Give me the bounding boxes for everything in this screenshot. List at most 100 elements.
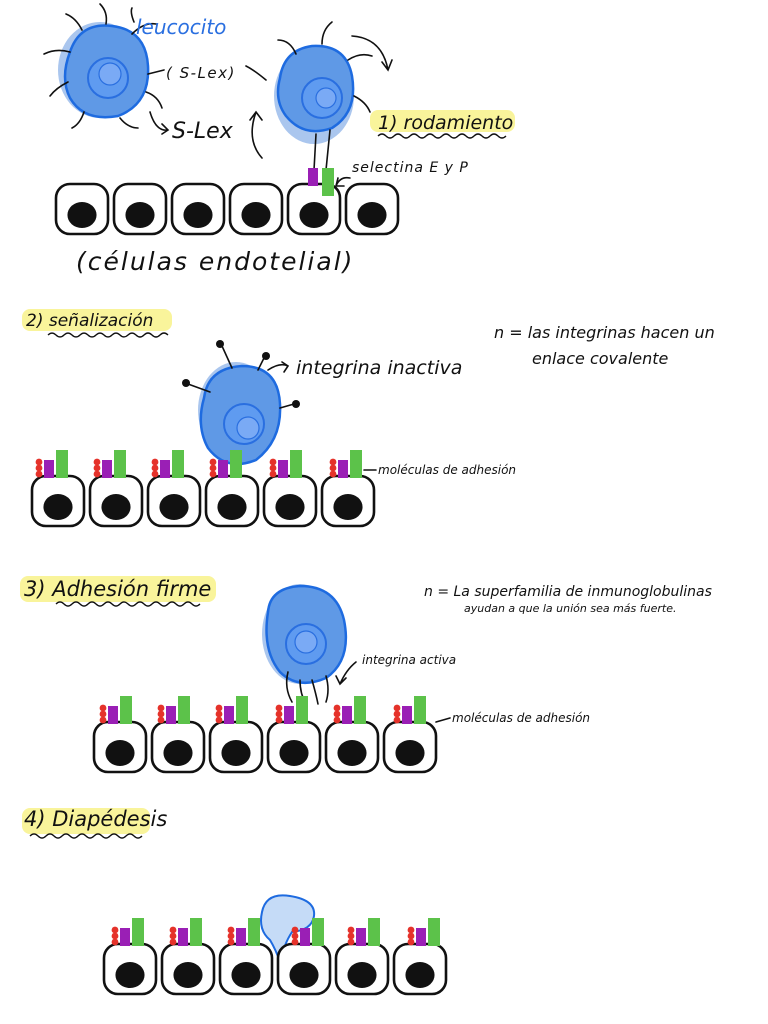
endothelial-nucleus: [159, 494, 189, 520]
selectin-molecule: [414, 696, 426, 724]
highlight-step2: [22, 309, 172, 331]
endothelial-nucleus: [67, 202, 97, 228]
ligand-molecule: [342, 706, 352, 724]
icam-bead: [93, 458, 101, 466]
ligand-molecule: [284, 706, 294, 724]
endothelium-layers: [30, 182, 448, 996]
slex-receptor-hairs: [43, 3, 163, 129]
ligand-molecule: [120, 928, 130, 946]
selectin-molecule: [248, 918, 260, 946]
arrow-integrina-activa: [335, 661, 357, 686]
selectin-molecule: [290, 450, 302, 478]
arrow-integrina-inactiva: [267, 361, 290, 373]
endothelial-nucleus: [163, 740, 193, 766]
icam-bead: [291, 938, 299, 946]
molecules-step3: [99, 696, 426, 724]
icam-bead: [227, 932, 235, 940]
icam-bead: [227, 938, 235, 946]
icam-bead: [157, 704, 165, 712]
icam-bead: [291, 932, 299, 940]
underline-step2: [47, 332, 169, 338]
endothelial-nucleus: [333, 494, 363, 520]
icam-bead: [393, 716, 401, 724]
selectin-molecule: [172, 450, 184, 478]
icam-bead: [169, 932, 177, 940]
icam-bead: [275, 716, 283, 724]
ligand-molecule: [356, 928, 366, 946]
arrow-selectina: [334, 176, 351, 187]
label-integrina-inactiva: integrina inactiva: [296, 357, 462, 379]
ligand-molecule: [300, 928, 310, 946]
endothelium-row-step3: [92, 720, 438, 774]
icam-bead: [209, 464, 217, 472]
selectin-molecule: [178, 696, 190, 724]
selectin-molecule: [322, 168, 334, 196]
adhesion-molecules: [35, 168, 440, 946]
icam-bead: [407, 926, 415, 934]
icam-bead: [227, 926, 235, 934]
endothelial-nucleus: [289, 962, 319, 988]
icam-bead: [93, 464, 101, 472]
label-integrina-activa: integrina activa: [362, 653, 456, 667]
highlight-step3: [20, 576, 216, 602]
note1-line1: n = las integrinas hacen un: [494, 323, 715, 342]
underline-step1: [377, 133, 507, 139]
ligand-molecule: [338, 460, 348, 478]
icam-bead: [347, 932, 355, 940]
endothelial-nucleus: [125, 202, 155, 228]
arrow-leucocito-label: [130, 7, 135, 23]
icam-bead: [35, 464, 43, 472]
selectin-molecule: [350, 450, 362, 478]
molecules-step1: [308, 168, 334, 196]
icam-bead: [269, 458, 277, 466]
step1-title: 1) rodamiento: [378, 112, 513, 134]
endothelial-nucleus: [105, 740, 135, 766]
step2-title: 2) señalización: [26, 311, 153, 331]
endothelial-nucleus: [173, 962, 203, 988]
icam-bead: [111, 926, 119, 934]
ligand-molecule: [178, 928, 188, 946]
molecules-step4: [111, 918, 440, 946]
highlight-step4: [22, 808, 150, 834]
ligand-molecule: [416, 928, 426, 946]
icam-bead: [291, 926, 299, 934]
selectin-molecule: [120, 696, 132, 724]
arrow-slex: [149, 111, 170, 135]
selectin-molecule: [190, 918, 202, 946]
arrow-rolling-direction: [351, 35, 393, 72]
icam-bead: [99, 716, 107, 724]
underline-step4: [29, 833, 143, 839]
icam-bead: [215, 710, 223, 718]
icam-bead: [275, 710, 283, 718]
underline-step3: [55, 601, 201, 607]
note2-line1: n = La superfamilia de inmunoglobulinas: [424, 584, 712, 600]
endothelial-nucleus: [405, 962, 435, 988]
arrow-moleculas-2: [435, 717, 451, 723]
selectin-molecule: [312, 918, 324, 946]
molecules-step2: [35, 450, 362, 478]
arrow-slex-paren: [147, 69, 165, 75]
label-endothelial: (células endotelial): [76, 247, 354, 276]
step4-title: 4) Diapédesis: [24, 807, 167, 831]
label-moleculas-2: moléculas de adhesión: [452, 711, 590, 725]
endothelial-nucleus: [183, 202, 213, 228]
ligand-molecule: [236, 928, 246, 946]
selectin-molecule: [296, 696, 308, 724]
icam-bead: [151, 470, 159, 478]
icam-bead: [35, 470, 43, 478]
icam-bead: [407, 932, 415, 940]
selectin-molecule: [56, 450, 68, 478]
icam-bead: [209, 470, 217, 478]
endothelial-nucleus: [347, 962, 377, 988]
icam-bead: [333, 710, 341, 718]
endothelial-nucleus: [43, 494, 73, 520]
ligand-molecule: [308, 168, 318, 186]
icam-bead: [393, 710, 401, 718]
endothelial-nucleus: [299, 202, 329, 228]
icam-bead: [151, 464, 159, 472]
leukocyte-signaling: [182, 340, 300, 466]
leukocyte-rolling: [245, 21, 373, 171]
inactive-integrins: [182, 340, 300, 409]
icam-bead: [157, 716, 165, 724]
icam-bead: [99, 710, 107, 718]
